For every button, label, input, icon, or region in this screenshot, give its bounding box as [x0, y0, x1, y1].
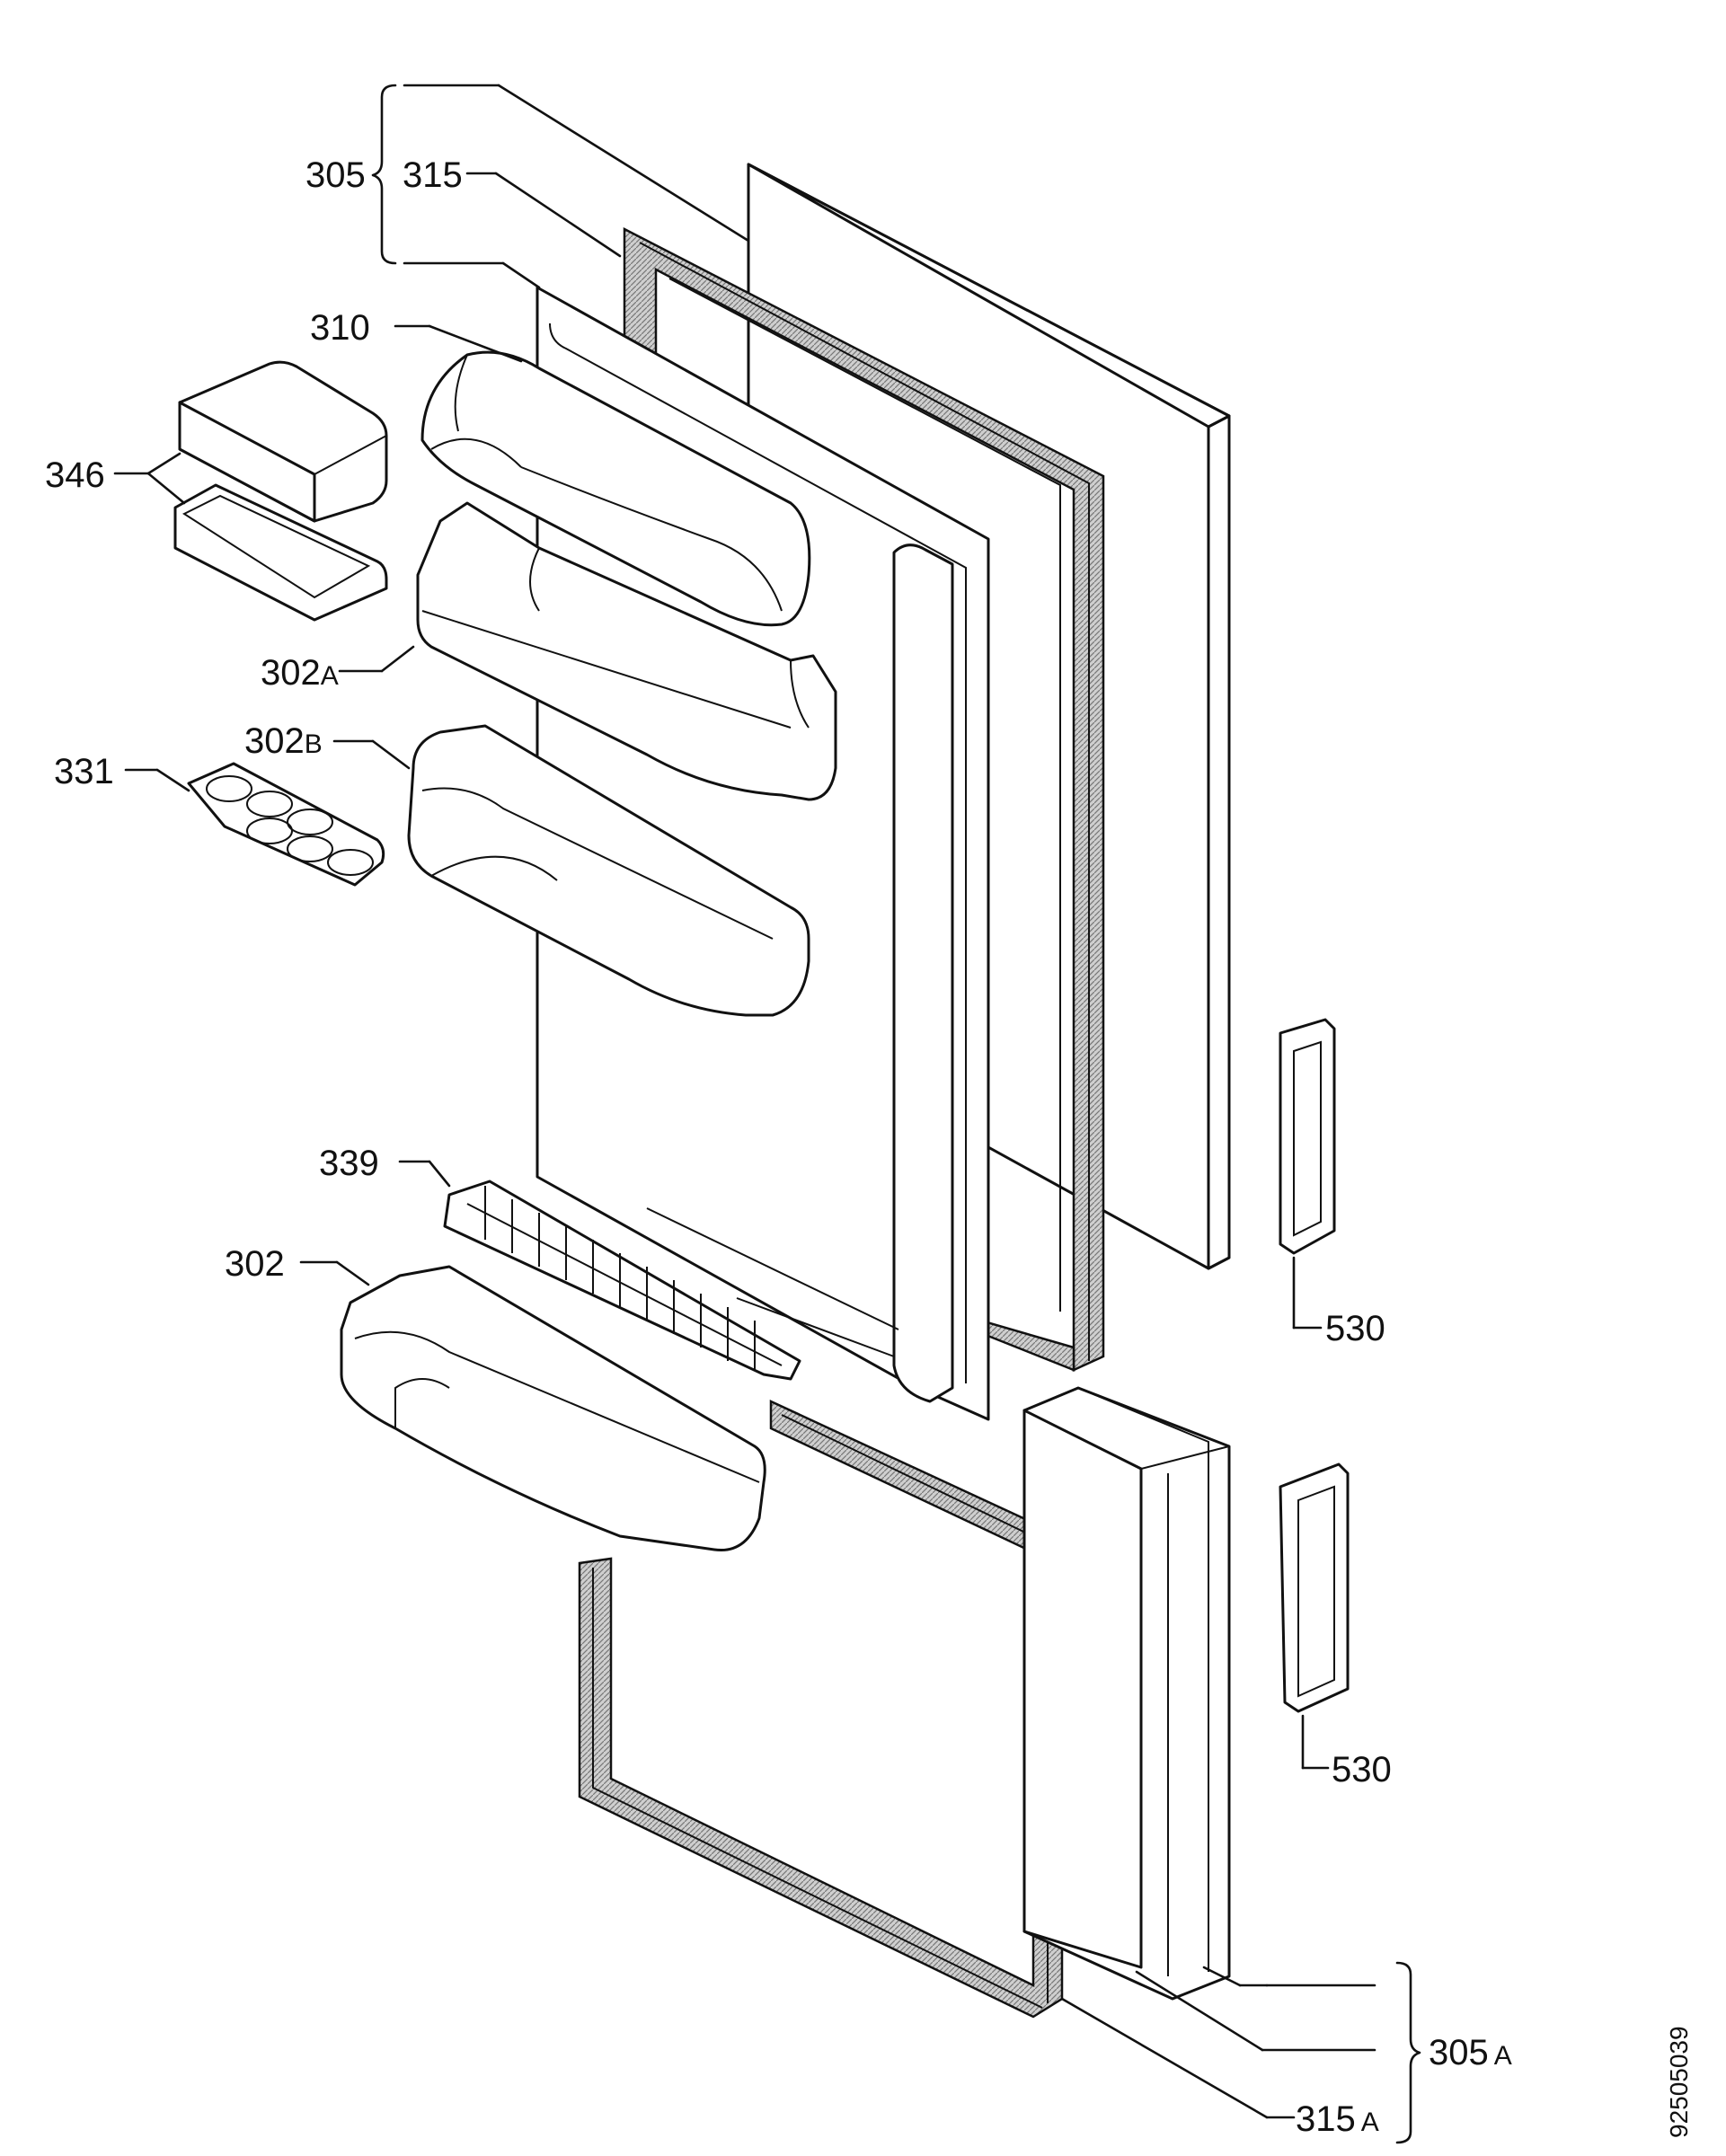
label-302b: 302B: [244, 721, 323, 761]
label-315: 315: [403, 155, 463, 195]
door-shelf-302a: [416, 501, 837, 801]
label-339: 339: [319, 1144, 379, 1183]
label-530-lower: 530: [1332, 1750, 1392, 1789]
label-302: 302: [225, 1244, 285, 1284]
container-346: [173, 360, 388, 622]
label-310: 310: [310, 308, 370, 348]
egg-tray-331: [187, 762, 385, 887]
door-shelf-302b: [407, 724, 810, 1017]
part-labels: 305 315 310 346 302A 302B 331 339 302 53…: [45, 155, 1693, 2139]
label-331: 331: [54, 752, 114, 791]
label-302a: 302A: [261, 653, 339, 693]
leader-lines: [113, 84, 1421, 2144]
door-shelf-310: [420, 350, 811, 627]
lower-door-panel: [1022, 1386, 1231, 2001]
door-handle-upper: [1279, 1018, 1336, 1255]
label-346: 346: [45, 455, 105, 495]
bottle-retainer-339: [443, 1180, 801, 1381]
door-shelf-302: [340, 1265, 766, 1552]
label-530-upper: 530: [1325, 1309, 1385, 1348]
door-handle-lower: [1279, 1462, 1350, 1713]
drawing-code: 92505039: [1665, 2026, 1693, 2138]
label-305: 305: [305, 155, 366, 195]
